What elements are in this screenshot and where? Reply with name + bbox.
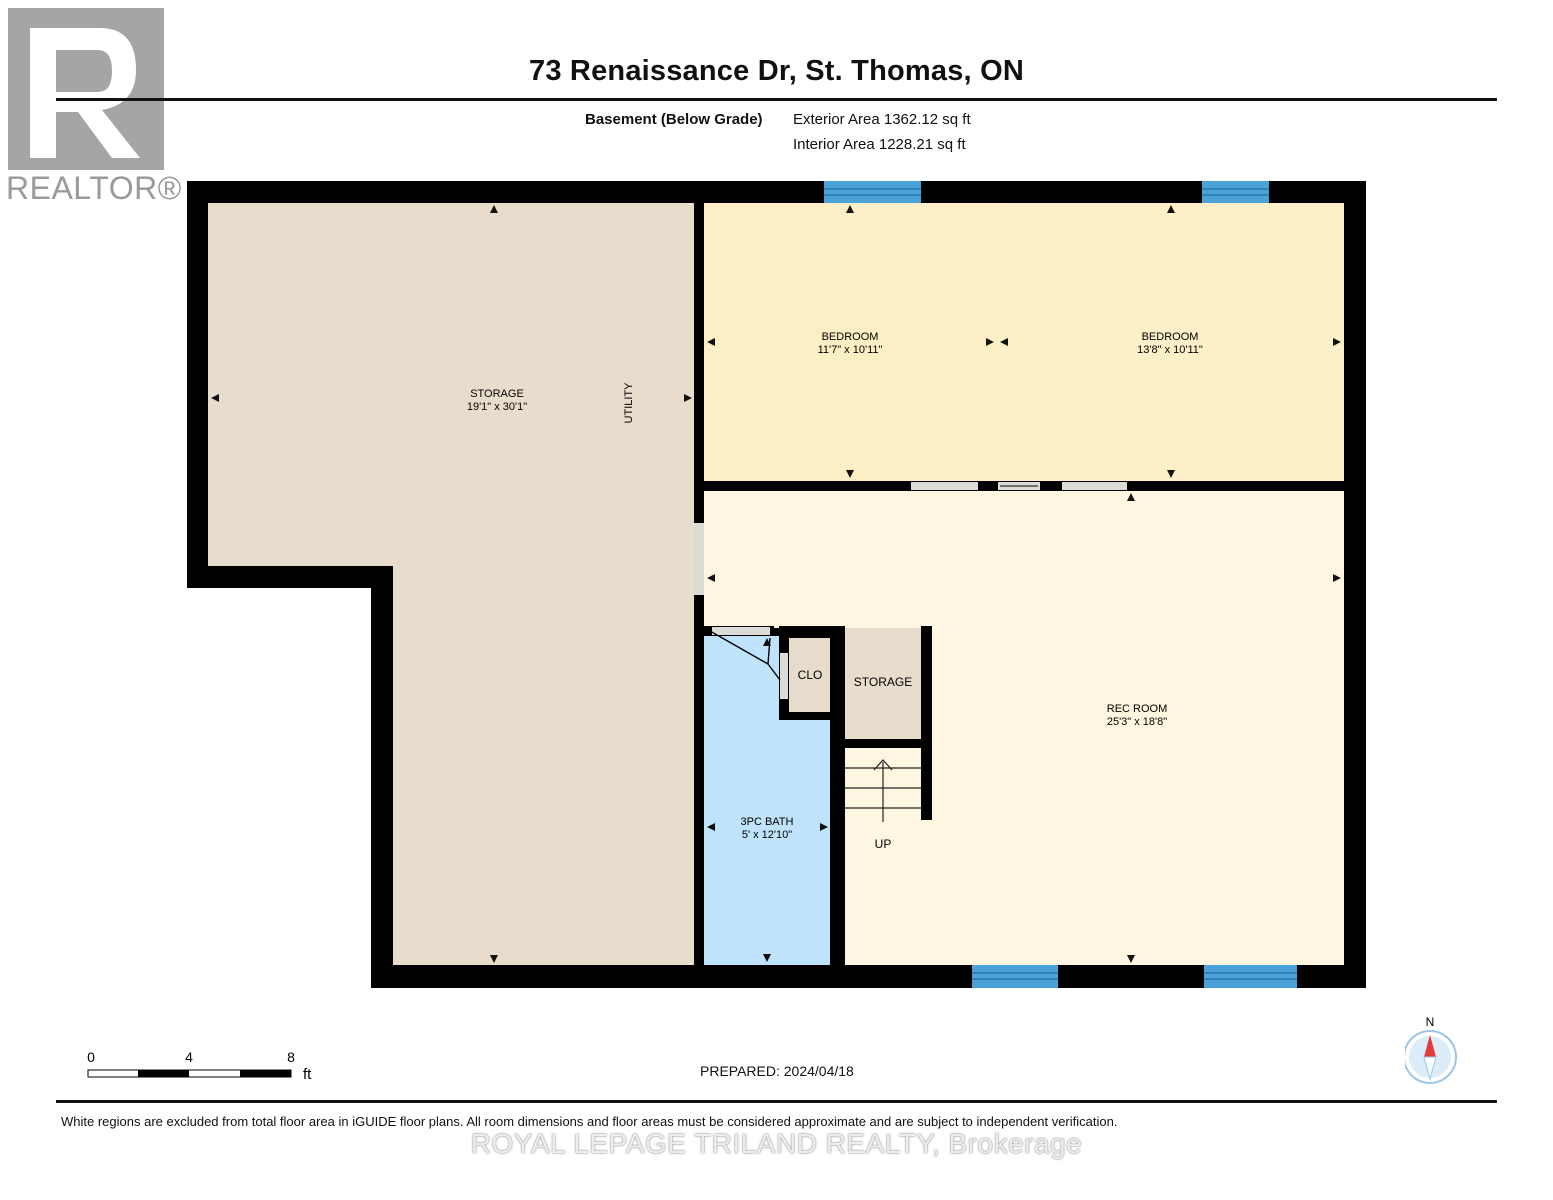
- exterior-area: Exterior Area 1362.12 sq ft: [793, 111, 971, 128]
- window-bedroom-2: [1202, 181, 1269, 203]
- bedroom-2-dims: 13'8" x 10'11": [1137, 344, 1203, 356]
- wall-clo-top: [779, 626, 845, 638]
- door-bedroom-1: [911, 482, 978, 490]
- closet-floor: [789, 638, 830, 712]
- bath-name: 3PC BATH: [741, 816, 794, 828]
- bedroom-1-dims: 11'7" x 10'11": [818, 344, 883, 356]
- bedroom-2-name: BEDROOM: [1142, 331, 1199, 343]
- door-clo: [780, 653, 788, 699]
- scale-tick-0: 0: [87, 1049, 95, 1065]
- scale-tick-4: 4: [185, 1049, 193, 1065]
- closet-name: CLO: [798, 668, 823, 682]
- property-address-title: 73 Renaissance Dr, St. Thomas, ON: [529, 55, 1024, 87]
- header-divider: [56, 98, 1497, 101]
- scale-tick-8: 8: [287, 1049, 295, 1065]
- door-bedroom-2: [1062, 482, 1127, 490]
- door-utility: [694, 523, 704, 595]
- interior-area: Interior Area 1228.21 sq ft: [793, 136, 966, 153]
- stairs: [845, 759, 921, 822]
- bedroom-1-name: BEDROOM: [822, 331, 879, 343]
- bedroom-2-floor: [997, 203, 1344, 481]
- storage-main-dims: 19'1" x 30'1": [467, 401, 527, 413]
- rec-room-floor: [704, 491, 1344, 965]
- realtor-logo-text: REALTOR®: [6, 170, 182, 206]
- scale-unit: ft: [303, 1066, 312, 1083]
- compass-icon: N: [1405, 1015, 1457, 1084]
- storage-main-name: STORAGE: [470, 388, 524, 400]
- window-rec-2: [1204, 965, 1297, 988]
- wall-bath-right: [830, 626, 845, 965]
- window-rec-1: [972, 965, 1058, 988]
- dimension-arrows: [211, 205, 1341, 963]
- bath-door-swing: [709, 630, 769, 665]
- stairs-up-label: UP: [875, 837, 892, 851]
- footer-divider: [56, 1100, 1497, 1103]
- disclaimer-text: White regions are excluded from total fl…: [61, 1114, 1118, 1129]
- bath-dims: 5' x 12'10": [742, 829, 792, 841]
- floor-level-label: Basement (Below Grade): [585, 111, 763, 128]
- rec-room-dims: 25'3" x 18'8": [1107, 716, 1167, 728]
- rec-room-name: REC ROOM: [1107, 703, 1168, 715]
- realtor-logo: [8, 8, 164, 170]
- door-bath: [712, 627, 770, 635]
- compass-north-label: N: [1426, 1015, 1435, 1029]
- window-bedroom-1: [824, 181, 921, 203]
- wall-clo-bottom: [779, 712, 845, 720]
- small-storage-name: STORAGE: [854, 675, 912, 689]
- brokerage-watermark: ROYAL LEPAGE TRILAND REALTY, Brokerage: [470, 1128, 1083, 1159]
- storage-main-floor: [208, 203, 694, 965]
- wall-storage-right: [921, 626, 932, 820]
- small-storage-floor: [845, 628, 921, 739]
- utility-label: UTILITY: [623, 382, 635, 424]
- bedroom-1-floor: [704, 203, 997, 481]
- scale-bar: 0 4 8 ft: [87, 1049, 312, 1083]
- wall-storage-bottom: [845, 739, 921, 748]
- prepared-date: PREPARED: 2024/04/18: [700, 1063, 854, 1079]
